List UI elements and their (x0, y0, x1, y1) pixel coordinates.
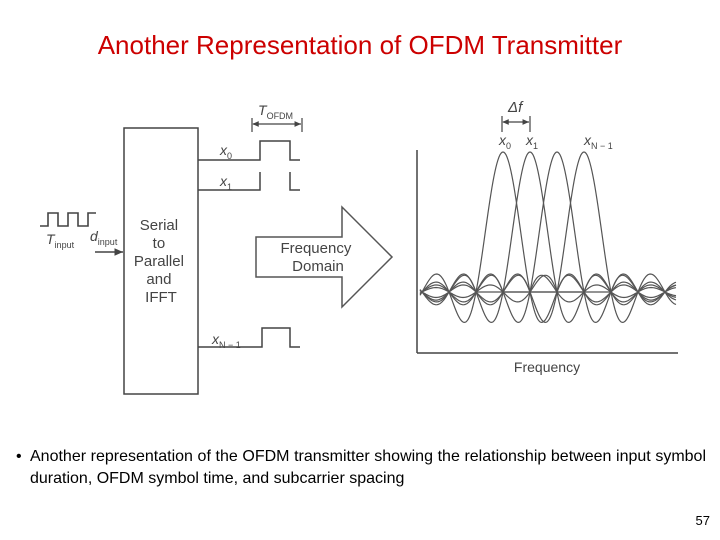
delta-f-label: Δf (507, 99, 524, 116)
subcarrier-curve-3 (419, 151, 677, 324)
block-label: Serial to Parallel and IFFT (134, 217, 188, 306)
x0-output-waveform (198, 140, 300, 161)
subcarrier-curve-2 (419, 151, 677, 324)
x1-output-waveform (198, 172, 300, 191)
input-serial-pulses (40, 212, 96, 227)
frequency-domain-arrow (255, 205, 394, 309)
xn-output-label: xN − 1 (211, 331, 241, 350)
x0-output-label: x0 (219, 142, 232, 161)
x1-output-label: x1 (219, 173, 232, 192)
xn-subcarrier-label: xN − 1 (583, 132, 613, 151)
slide-title: Another Representation of OFDM Transmitt… (97, 30, 623, 60)
subcarrier-curve-1 (419, 151, 677, 324)
frequency-domain-label: Frequency Domain (280, 240, 355, 275)
subcarrier-curve-2-mirror (419, 274, 677, 303)
subcarrier-sinc-curves (419, 151, 677, 324)
bullet-text: Another representation of the OFDM trans… (30, 448, 706, 487)
subcarrier-curve-3-mirror (419, 274, 677, 303)
page-number: 57 (695, 513, 710, 528)
d-input-label: dinput (90, 228, 118, 247)
x0-subcarrier-label: x0 (498, 132, 511, 151)
bullet-marker: • (16, 448, 22, 465)
serial-to-parallel-ifft-block (123, 127, 199, 395)
xn-output-waveform (198, 327, 300, 348)
x1-subcarrier-label: x1 (525, 132, 538, 151)
t-input-label: Tinput (46, 231, 75, 250)
subcarrier-curve-0-mirror (419, 274, 677, 303)
frequency-axis-label: Frequency (514, 359, 580, 375)
bullet-point: • Another representation of the OFDM tra… (16, 446, 706, 490)
t-ofdm-label: TOFDM (258, 102, 293, 121)
subcarrier-curve-0 (419, 151, 677, 324)
